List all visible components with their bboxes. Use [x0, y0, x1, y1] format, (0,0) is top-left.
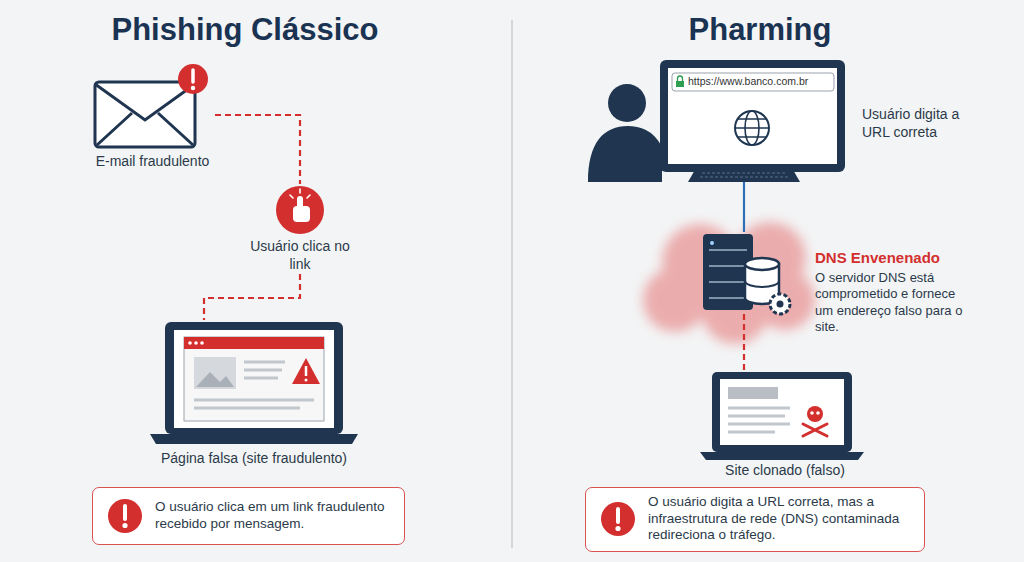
- node-label: Site clonado (falso): [690, 462, 880, 480]
- laptop-screen: [712, 372, 852, 452]
- envelope-body: [95, 82, 195, 147]
- globe-parallels: [735, 119, 769, 137]
- text-lines: [728, 408, 790, 432]
- envelope-icon: [95, 64, 208, 147]
- node-label: Usuário clica no link: [250, 238, 350, 273]
- laptop-display: [174, 330, 334, 428]
- gear-hub: [777, 301, 784, 308]
- skull-head: [807, 406, 823, 422]
- laptop-base: [150, 434, 358, 444]
- globe-icon: [735, 111, 769, 145]
- alert-circle: [108, 499, 142, 533]
- cloned-site-node: Site clonado (falso): [700, 370, 870, 478]
- browser-bar: [184, 337, 324, 349]
- image-placeholder: [194, 357, 236, 389]
- warning-dot: [305, 379, 308, 382]
- alert-icon: [107, 498, 143, 534]
- monitor-frame: [660, 60, 845, 172]
- user-at-computer: [588, 60, 845, 182]
- column-title: Pharming: [560, 12, 960, 48]
- text-lines: [194, 362, 314, 408]
- click-node: Usuário clica no link: [245, 184, 355, 274]
- laptop-display: [720, 379, 844, 445]
- person-head: [608, 84, 646, 122]
- fake-page-node: Página falsa (site fraudulento): [145, 320, 363, 472]
- warning-mark: [305, 366, 308, 376]
- lock-icon: [676, 81, 684, 87]
- note-box: O usuário clica em um link fraudulento r…: [92, 487, 405, 545]
- database-ring: [745, 281, 779, 287]
- envelope-flap: [95, 84, 195, 120]
- alert-icon: [600, 501, 636, 537]
- alert-circle: [601, 502, 635, 536]
- server-led: [710, 241, 714, 245]
- monitor-screen: [668, 68, 837, 164]
- image-mountain: [196, 372, 234, 387]
- node-label: O usuário clica em um link fraudulento r…: [155, 499, 393, 533]
- warning-triangle: [292, 358, 320, 384]
- browser-window: [184, 337, 324, 421]
- envelope-fold: [97, 113, 193, 145]
- server-slots: [709, 250, 747, 298]
- alert-dot: [122, 522, 127, 527]
- cloud-puff: [643, 268, 707, 332]
- gear-icon: [770, 294, 790, 314]
- browser-node: https://www.banco.com.brUsuário digita a…: [660, 60, 845, 182]
- alert-mark: [616, 509, 620, 522]
- column-title: Phishing Clássico: [45, 12, 445, 48]
- database-top: [745, 258, 779, 270]
- email-node: E-mail fraudulento: [90, 62, 215, 172]
- node-label: O servidor DNS está comprometido e forne…: [815, 270, 970, 335]
- dns-server-node: DNS EnvenenadoO servidor DNS está compro…: [700, 232, 788, 314]
- laptop-cloned-site: [700, 372, 864, 460]
- node-label: Usuário digita a URL correta: [862, 106, 974, 141]
- node-heading: DNS Envenenado: [815, 249, 975, 268]
- skull-eye: [816, 411, 820, 415]
- node-label: Página falsa (site fraudulento): [135, 450, 373, 468]
- alert-mark: [191, 70, 195, 82]
- dns-server: [703, 234, 790, 314]
- alert-badge: [178, 64, 208, 94]
- browser-dot: [188, 341, 192, 345]
- hand-palm: [293, 206, 310, 222]
- poison-cloud: [643, 222, 815, 344]
- dashed-connector: [215, 115, 300, 184]
- click-circle: [276, 186, 324, 234]
- laptop-fake-page: [150, 322, 358, 444]
- node-label: E-mail fraudulento: [85, 153, 220, 171]
- alert-mark: [123, 506, 127, 519]
- laptop-screen: [165, 322, 343, 434]
- url-bar: [672, 73, 834, 91]
- keyboard: [688, 168, 800, 182]
- note-box: O usuário digita a URL correta, mas a in…: [585, 487, 925, 552]
- click-icon: [276, 186, 324, 234]
- node-label: O usuário digita a URL correta, mas a in…: [648, 494, 912, 545]
- node-label: https://www.banco.com.br: [688, 75, 834, 88]
- browser-dot: [200, 341, 204, 345]
- laptop-base: [700, 452, 864, 460]
- skull-eye: [810, 411, 814, 415]
- dashed-connector: [204, 274, 300, 320]
- click-rays: [290, 189, 310, 198]
- browser-dot: [194, 341, 198, 345]
- connector: [743, 182, 745, 232]
- divider: [511, 20, 513, 548]
- dashed-connector: [743, 314, 745, 370]
- page-block: [728, 387, 778, 399]
- alert-dot: [191, 86, 195, 90]
- alert-dot: [615, 526, 620, 531]
- lock-shackle: [678, 76, 683, 81]
- crossbones: [803, 424, 827, 436]
- keyboard-keys: [700, 173, 790, 177]
